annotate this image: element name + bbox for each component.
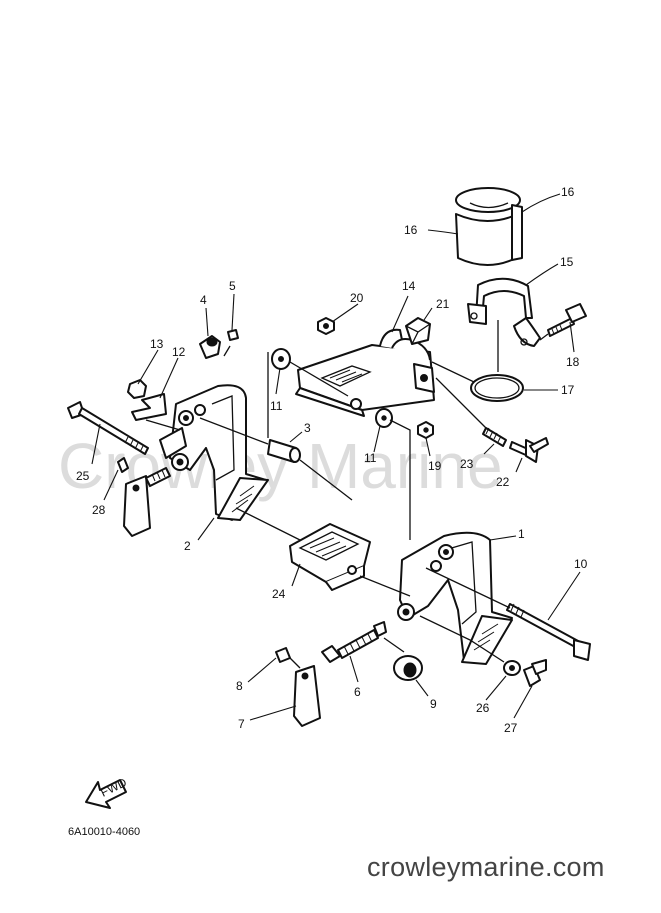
part-25-bolt[interactable] bbox=[67, 401, 149, 455]
part-5-pin[interactable] bbox=[227, 329, 239, 341]
part-1-clamp-bracket[interactable] bbox=[397, 531, 513, 665]
part-11-washer-upper[interactable] bbox=[271, 348, 291, 370]
callout-13: 13 bbox=[150, 337, 164, 351]
callout-7: 7 bbox=[238, 717, 245, 731]
assembly-lines bbox=[145, 320, 549, 669]
part-14-swivel-bracket[interactable] bbox=[295, 328, 435, 417]
callout-25: 25 bbox=[76, 469, 90, 483]
leader-lines bbox=[91, 193, 581, 721]
part-26-nut[interactable] bbox=[503, 660, 521, 676]
part-28-pin[interactable] bbox=[117, 457, 129, 473]
part-16-sleeve[interactable] bbox=[455, 187, 523, 266]
part-23-spring[interactable] bbox=[482, 427, 507, 447]
callout-4: 4 bbox=[200, 293, 207, 307]
callout-14: 14 bbox=[402, 279, 416, 293]
callout-19: 19 bbox=[428, 459, 442, 473]
part-18-bolt[interactable] bbox=[547, 303, 587, 337]
fwd-arrow: FWD bbox=[85, 775, 129, 809]
callout-24: 24 bbox=[272, 587, 286, 601]
part-6-spring-rod[interactable] bbox=[321, 621, 387, 663]
part-thrust-rod-left[interactable] bbox=[123, 467, 171, 537]
callout-9: 9 bbox=[430, 697, 437, 711]
part-9-bushing[interactable] bbox=[393, 655, 423, 681]
callout-16: 16 bbox=[404, 223, 418, 237]
callout-22: 22 bbox=[496, 475, 510, 489]
part-11-washer-lower[interactable] bbox=[375, 408, 393, 428]
part-7-thrust-rod[interactable] bbox=[293, 665, 321, 727]
callout-1: 1 bbox=[518, 527, 525, 541]
callout-3: 3 bbox=[304, 421, 311, 435]
callout-11: 11 bbox=[364, 451, 377, 465]
callout-5: 5 bbox=[229, 279, 236, 293]
part-22-wing-bolt[interactable] bbox=[509, 437, 549, 463]
callout-2: 2 bbox=[184, 539, 191, 553]
callout-12: 12 bbox=[172, 345, 186, 359]
site-footer[interactable]: crowleymarine.com bbox=[367, 852, 605, 882]
callout-27: 27 bbox=[504, 721, 518, 735]
part-24-thrust-plate[interactable] bbox=[289, 523, 371, 591]
callout-21: 21 bbox=[436, 297, 450, 311]
part-2-clamp-bracket[interactable] bbox=[159, 384, 269, 521]
part-12-plate[interactable] bbox=[131, 393, 167, 421]
callouts: 16 16 15 14 20 21 4 5 13 12 18 17 11 3 1… bbox=[76, 185, 588, 735]
callout-16: 16 bbox=[561, 185, 575, 199]
callout-17: 17 bbox=[561, 383, 575, 397]
part-13-nut[interactable] bbox=[127, 379, 147, 399]
callout-18: 18 bbox=[566, 355, 580, 369]
callout-15: 15 bbox=[560, 255, 574, 269]
part-8-pin[interactable] bbox=[275, 647, 291, 663]
callout-6: 6 bbox=[354, 685, 361, 699]
callout-8: 8 bbox=[236, 679, 243, 693]
drawing-code: 6A10010-4060 bbox=[68, 826, 141, 838]
part-15-clamp[interactable] bbox=[467, 277, 541, 347]
callout-20: 20 bbox=[350, 291, 364, 305]
part-21-stopper[interactable] bbox=[405, 317, 431, 345]
callout-10: 10 bbox=[574, 557, 588, 571]
callout-23: 23 bbox=[460, 457, 474, 471]
part-27-wing-nut[interactable] bbox=[523, 659, 547, 687]
part-17-o-ring[interactable] bbox=[470, 374, 524, 402]
part-3-pin[interactable] bbox=[267, 439, 301, 463]
callout-26: 26 bbox=[476, 701, 490, 715]
part-4-collar[interactable] bbox=[199, 335, 221, 359]
callout-28: 28 bbox=[92, 503, 106, 517]
callout-11: 11 bbox=[270, 399, 283, 413]
part-10-bolt[interactable] bbox=[506, 603, 591, 661]
